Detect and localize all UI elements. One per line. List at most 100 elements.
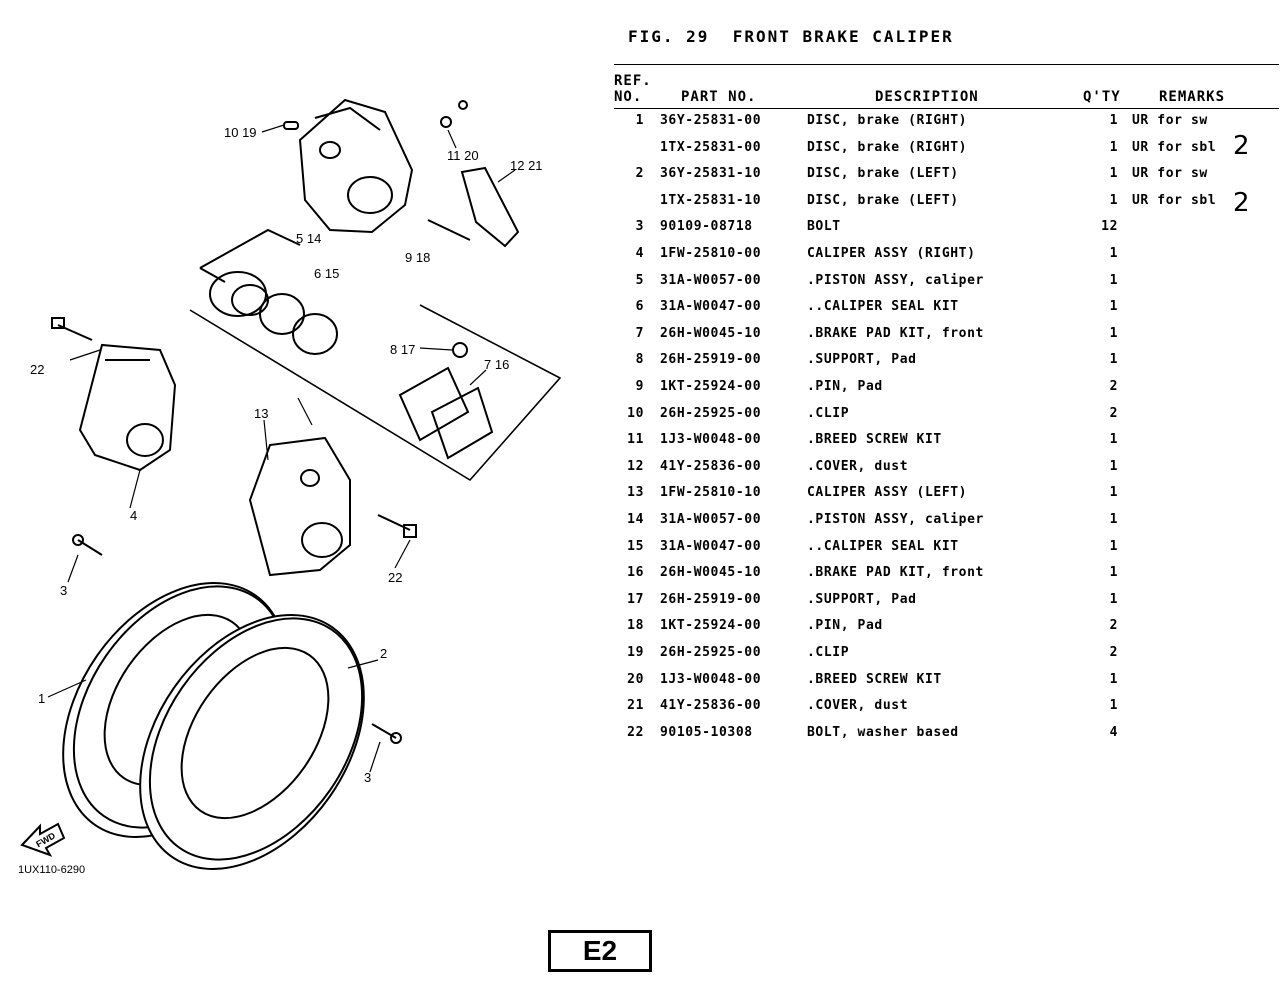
ref-cell: 11 <box>627 432 644 448</box>
part-no-cell: 36Y-25831-10 <box>660 166 762 182</box>
part-no-cell: 31A-W0047-00 <box>660 299 762 315</box>
qty-cell: 1 <box>1109 671 1118 687</box>
part-no-cell: 26H-25919-00 <box>660 352 762 368</box>
description-cell: CALIPER ASSY (LEFT) <box>807 485 968 501</box>
qty-cell: 1 <box>1109 325 1118 341</box>
part-no-cell: 1FW-25810-00 <box>660 246 762 261</box>
ref-cell: 1 <box>635 113 644 128</box>
description-cell: DISC, brake (RIGHT) <box>807 113 968 128</box>
header-rule-top <box>614 64 1279 65</box>
qty-cell: 1 <box>1109 698 1118 714</box>
clip-drawing <box>283 121 299 130</box>
header-rule-bottom <box>614 108 1279 109</box>
description-cell: .PIN, Pad <box>807 618 883 634</box>
header-description: DESCRIPTION <box>875 89 979 105</box>
bolt-3-lower <box>371 723 402 744</box>
ref-cell: 8 <box>635 352 644 368</box>
callout-22-lower: 22 <box>388 570 402 585</box>
description-cell: .COVER, dust <box>807 698 909 714</box>
callout-5-14: 5 14 <box>296 231 321 246</box>
qty-cell: 4 <box>1109 724 1118 740</box>
fwd-label: FWD <box>34 830 57 849</box>
part-no-cell: 26H-25925-00 <box>660 405 762 421</box>
description-cell: DISC, brake (LEFT) <box>807 192 959 208</box>
part-no-cell: 90109-08718 <box>660 219 753 235</box>
qty-cell: 1 <box>1109 538 1118 554</box>
bolt-3-upper <box>72 534 103 556</box>
qty-cell: 1 <box>1109 299 1118 315</box>
header-ref-line2: NO. <box>614 89 643 105</box>
description-cell: .CLIP <box>807 405 850 421</box>
ref-cell: 17 <box>627 591 644 607</box>
part-no-cell: 1FW-25810-10 <box>660 485 762 501</box>
qty-cell: 1 <box>1109 192 1118 208</box>
ref-cell: 2 <box>635 166 644 182</box>
description-cell: .BREED SCREW KIT <box>807 432 942 448</box>
ref-cell: 3 <box>635 219 644 235</box>
callout-12-21: 12 21 <box>510 158 543 173</box>
ref-cell: 13 <box>627 485 644 501</box>
ref-cell: 9 <box>635 379 644 394</box>
description-cell: CALIPER ASSY (RIGHT) <box>807 246 976 261</box>
callout-7-16: 7 16 <box>484 357 509 372</box>
description-cell: .PISTON ASSY, caliper <box>807 272 984 288</box>
qty-cell: 1 <box>1109 591 1118 607</box>
exploded-parts-diagram: 10 19 11 20 12 21 5 14 6 15 9 18 8 17 7 … <box>20 98 562 870</box>
callout-8-17: 8 17 <box>390 342 415 357</box>
ref-cell: 5 <box>635 272 644 288</box>
description-cell: .COVER, dust <box>807 458 909 474</box>
description-cell: ..CALIPER SEAL KIT <box>807 538 959 554</box>
ref-cell: 20 <box>627 671 644 687</box>
figure-title: FIG. 29 FRONT BRAKE CALIPER <box>628 27 954 46</box>
caliper-assy-left-drawing <box>248 436 351 577</box>
callout-22-upper: 22 <box>30 362 44 377</box>
remarks-cell: UR for sw <box>1132 166 1208 182</box>
qty-cell: 2 <box>1109 405 1118 421</box>
qty-cell: 1 <box>1109 139 1118 155</box>
header-ref-line1: REF. <box>614 73 652 89</box>
header-remarks: REMARKS <box>1159 89 1226 105</box>
seal-drawing <box>259 293 338 355</box>
ref-cell: 19 <box>627 645 644 660</box>
part-no-cell: 1TX-25831-10 <box>660 192 762 208</box>
ref-cell: 16 <box>627 565 644 581</box>
description-cell: .BREED SCREW KIT <box>807 671 942 687</box>
qty-cell: 1 <box>1109 512 1118 527</box>
piston-bracket-line <box>199 228 301 283</box>
part-no-cell: 90105-10308 <box>660 724 753 740</box>
ref-cell: 12 <box>627 458 644 474</box>
callout-1: 1 <box>38 691 45 706</box>
remarks-cell: UR for sbl <box>1132 192 1217 208</box>
description-cell: DISC, brake (LEFT) <box>807 166 959 182</box>
description-cell: .SUPPORT, Pad <box>807 591 917 607</box>
part-no-cell: 31A-W0057-00 <box>660 512 762 527</box>
part-no-cell: 36Y-25831-00 <box>660 113 762 128</box>
description-cell: BOLT, washer based <box>807 724 959 740</box>
description-cell: .SUPPORT, Pad <box>807 352 917 368</box>
ref-cell: 7 <box>635 325 644 341</box>
forward-arrow-icon <box>20 822 66 857</box>
description-cell: ..CALIPER SEAL KIT <box>807 299 959 315</box>
callout-10-19: 10 19 <box>224 125 257 140</box>
drawing-code: 1UX110-6290 <box>18 864 86 876</box>
qty-cell: 2 <box>1109 618 1118 634</box>
qty-cell: 1 <box>1109 565 1118 581</box>
description-cell: DISC, brake (RIGHT) <box>807 139 968 155</box>
ref-cell: 4 <box>635 246 644 261</box>
qty-cell: 1 <box>1109 458 1118 474</box>
description-cell: .BRAKE PAD KIT, front <box>807 565 984 581</box>
part-no-cell: 31A-W0057-00 <box>660 272 762 288</box>
description-cell: .CLIP <box>807 645 850 660</box>
pad-pin-drawing <box>427 219 471 241</box>
page-code: E2 <box>548 930 652 972</box>
part-no-cell: 1J3-W0048-00 <box>660 432 762 448</box>
part-no-cell: 26H-W0045-10 <box>660 565 762 581</box>
caliper-upper-drawing <box>298 98 414 234</box>
part-no-cell: 26H-W0045-10 <box>660 325 762 341</box>
part-no-cell: 41Y-25836-00 <box>660 698 762 714</box>
ref-cell: 6 <box>635 299 644 315</box>
header-part-no: PART NO. <box>681 89 757 105</box>
bleed-screw-drawing <box>440 100 468 128</box>
callout-13: 13 <box>254 406 268 421</box>
callout-9-18: 9 18 <box>405 250 430 265</box>
